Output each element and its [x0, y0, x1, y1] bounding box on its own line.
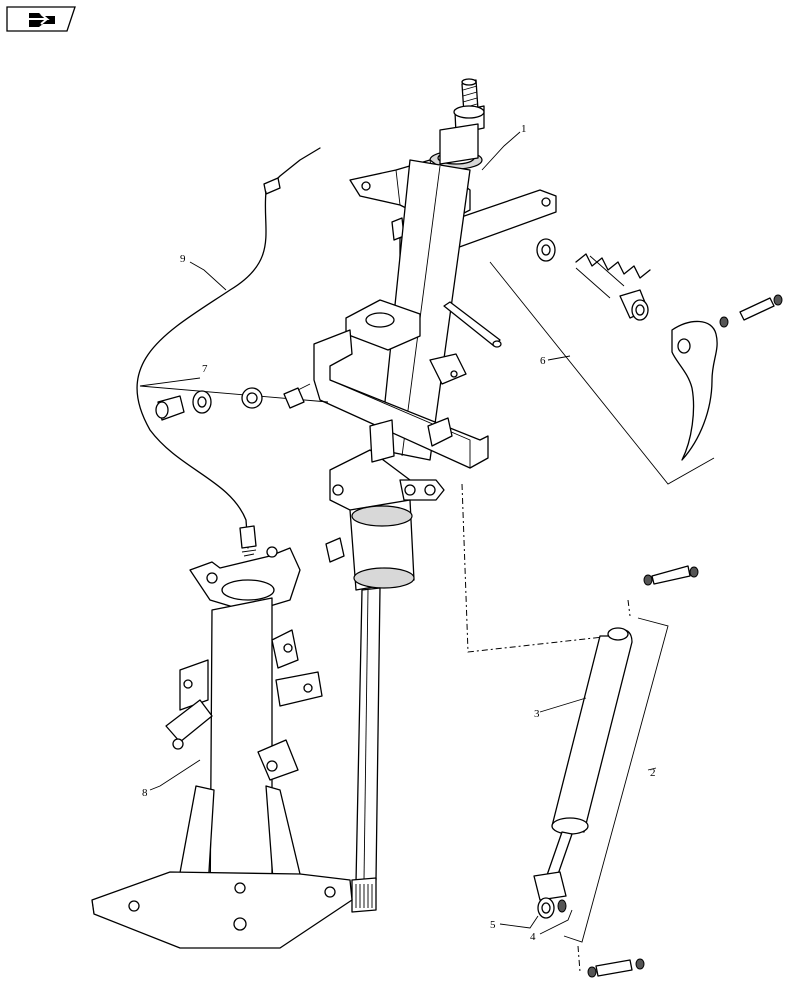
callout-item-6: 6 [540, 355, 546, 367]
callout-labels: 1 2 3 4 5 6 7 8 9 [142, 123, 656, 943]
callout-item-3: 3 [534, 708, 540, 720]
callout-item-8: 8 [142, 787, 148, 799]
callout-item-5: 5 [490, 919, 496, 931]
tilt-lever-kit [489, 238, 783, 485]
callout-item-2: 2 [650, 767, 656, 779]
steering-column-assembly [313, 78, 557, 913]
callout-item-7: 7 [202, 363, 208, 375]
switch-fittings [139, 377, 329, 421]
callout-item-1: 1 [521, 123, 527, 135]
column-base-stand [91, 546, 353, 949]
wire-harness [136, 147, 321, 557]
gas-strut-kit [461, 483, 699, 978]
page-navigation-icon [6, 6, 76, 32]
leader-lines [149, 131, 657, 935]
callout-item-9: 9 [180, 253, 186, 265]
callout-item-4: 4 [530, 931, 536, 943]
page-navigation-button[interactable] [5, 5, 77, 33]
